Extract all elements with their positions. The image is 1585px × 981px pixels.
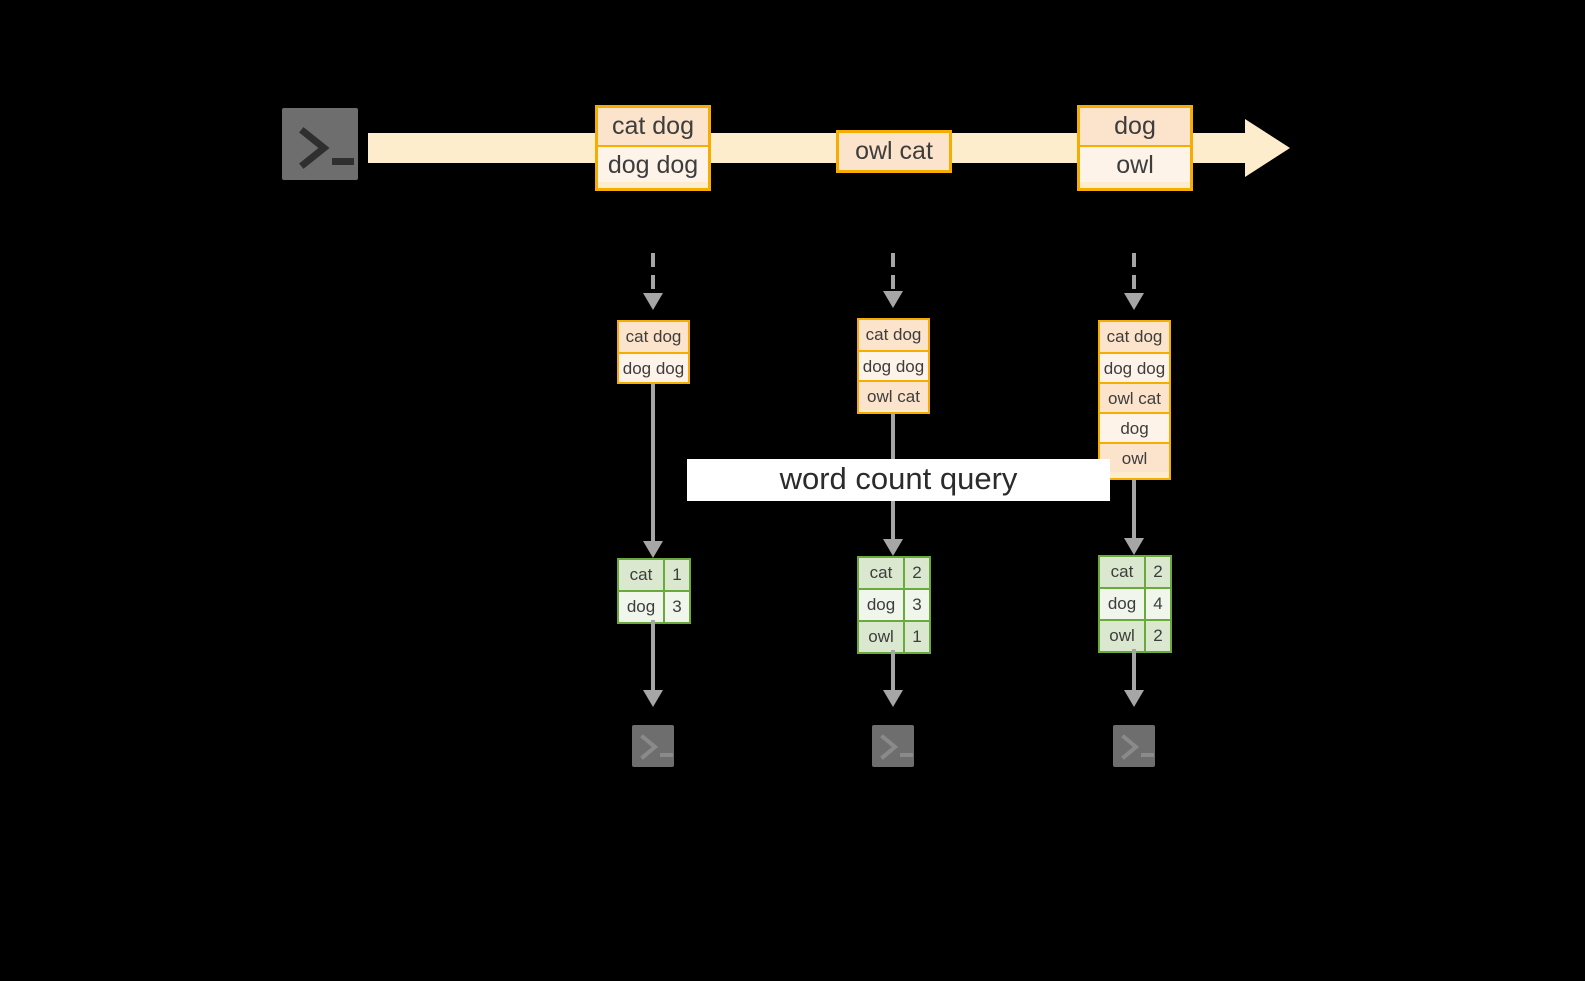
sink-terminal-icon-3 bbox=[1106, 718, 1162, 774]
result-word: cat bbox=[1100, 557, 1144, 587]
result-count: 2 bbox=[1144, 557, 1170, 587]
snapshot-row: owl cat bbox=[859, 380, 928, 410]
terminal-prompt-glyph bbox=[282, 108, 358, 180]
snapshot-row: dog bbox=[1100, 412, 1169, 442]
result-row: dog 3 bbox=[619, 590, 689, 622]
result-row: cat 1 bbox=[619, 560, 689, 590]
result-count: 4 bbox=[1144, 589, 1170, 619]
result-table-1: cat 1 dog 3 bbox=[617, 558, 691, 624]
stream-message-1: cat dog dog dog bbox=[595, 105, 711, 191]
snapshot-table-2: cat dog dog dog owl cat bbox=[857, 318, 930, 414]
sink-connector-2 bbox=[891, 650, 895, 698]
terminal-prompt-glyph bbox=[632, 725, 674, 767]
result-word: owl bbox=[859, 622, 903, 652]
result-row: cat 2 bbox=[1100, 557, 1170, 587]
snapshot-row: cat dog bbox=[1100, 322, 1169, 352]
snapshot-row: dog dog bbox=[859, 350, 928, 380]
query-connector-arrowhead-1 bbox=[643, 541, 663, 558]
sink-connector-arrowhead-3 bbox=[1124, 690, 1144, 707]
stream-message-line: dog bbox=[1080, 108, 1190, 145]
sink-connector-3 bbox=[1132, 649, 1136, 698]
sink-connector-1 bbox=[651, 620, 655, 698]
snapshot-connector-arrowhead-2 bbox=[883, 291, 903, 308]
result-word: cat bbox=[859, 558, 903, 588]
stream-message-2: owl cat bbox=[836, 130, 952, 173]
terminal-prompt-glyph bbox=[872, 725, 914, 767]
result-count: 1 bbox=[663, 560, 689, 590]
snapshot-row: cat dog bbox=[619, 322, 688, 352]
result-word: cat bbox=[619, 560, 663, 590]
result-table-2: cat 2 dog 3 owl 1 bbox=[857, 556, 931, 654]
snapshot-connector-arrowhead-1 bbox=[643, 293, 663, 310]
sink-connector-arrowhead-2 bbox=[883, 690, 903, 707]
snapshot-table-1: cat dog dog dog bbox=[617, 320, 690, 384]
result-row: dog 3 bbox=[859, 588, 929, 620]
result-row: cat 2 bbox=[859, 558, 929, 588]
result-word: dog bbox=[859, 590, 903, 620]
result-row: dog 4 bbox=[1100, 587, 1170, 619]
snapshot-table-3: cat dog dog dog owl cat dog owl bbox=[1098, 320, 1171, 480]
stream-message-line: cat dog bbox=[598, 108, 708, 145]
result-count: 2 bbox=[903, 558, 929, 588]
result-row: owl 1 bbox=[859, 620, 929, 652]
result-word: owl bbox=[1100, 621, 1144, 651]
snapshot-row: dog dog bbox=[619, 352, 688, 382]
result-word: dog bbox=[1100, 589, 1144, 619]
result-row: owl 2 bbox=[1100, 619, 1170, 651]
terminal-prompt-glyph bbox=[1113, 725, 1155, 767]
snapshot-row: owl bbox=[1100, 442, 1169, 472]
stream-message-line: owl cat bbox=[839, 133, 949, 170]
snapshot-connector-3 bbox=[1132, 253, 1136, 295]
result-table-3: cat 2 dog 4 owl 2 bbox=[1098, 555, 1172, 653]
query-banner: word count query bbox=[687, 459, 1110, 501]
snapshot-row: cat dog bbox=[859, 320, 928, 350]
query-connector-arrowhead-3 bbox=[1124, 538, 1144, 555]
query-connector-3 bbox=[1132, 480, 1136, 547]
sink-terminal-icon-2 bbox=[865, 718, 921, 774]
snapshot-row: dog dog bbox=[1100, 352, 1169, 382]
snapshot-row: owl cat bbox=[1100, 382, 1169, 412]
query-connector-arrowhead-2 bbox=[883, 539, 903, 556]
source-terminal-icon bbox=[272, 98, 368, 190]
snapshot-connector-1 bbox=[651, 253, 655, 295]
stream-arrowhead-icon bbox=[1245, 119, 1290, 177]
result-word: dog bbox=[619, 592, 663, 622]
result-count: 3 bbox=[663, 592, 689, 622]
stream-message-line: owl bbox=[1080, 145, 1190, 182]
stream-message-line: dog dog bbox=[598, 145, 708, 182]
sink-connector-arrowhead-1 bbox=[643, 690, 663, 707]
snapshot-connector-arrowhead-3 bbox=[1124, 293, 1144, 310]
query-connector-1 bbox=[651, 384, 655, 549]
snapshot-connector-2 bbox=[891, 253, 895, 293]
stream-message-3: dog owl bbox=[1077, 105, 1193, 191]
sink-terminal-icon-1 bbox=[625, 718, 681, 774]
result-count: 1 bbox=[903, 622, 929, 652]
result-count: 2 bbox=[1144, 621, 1170, 651]
result-count: 3 bbox=[903, 590, 929, 620]
